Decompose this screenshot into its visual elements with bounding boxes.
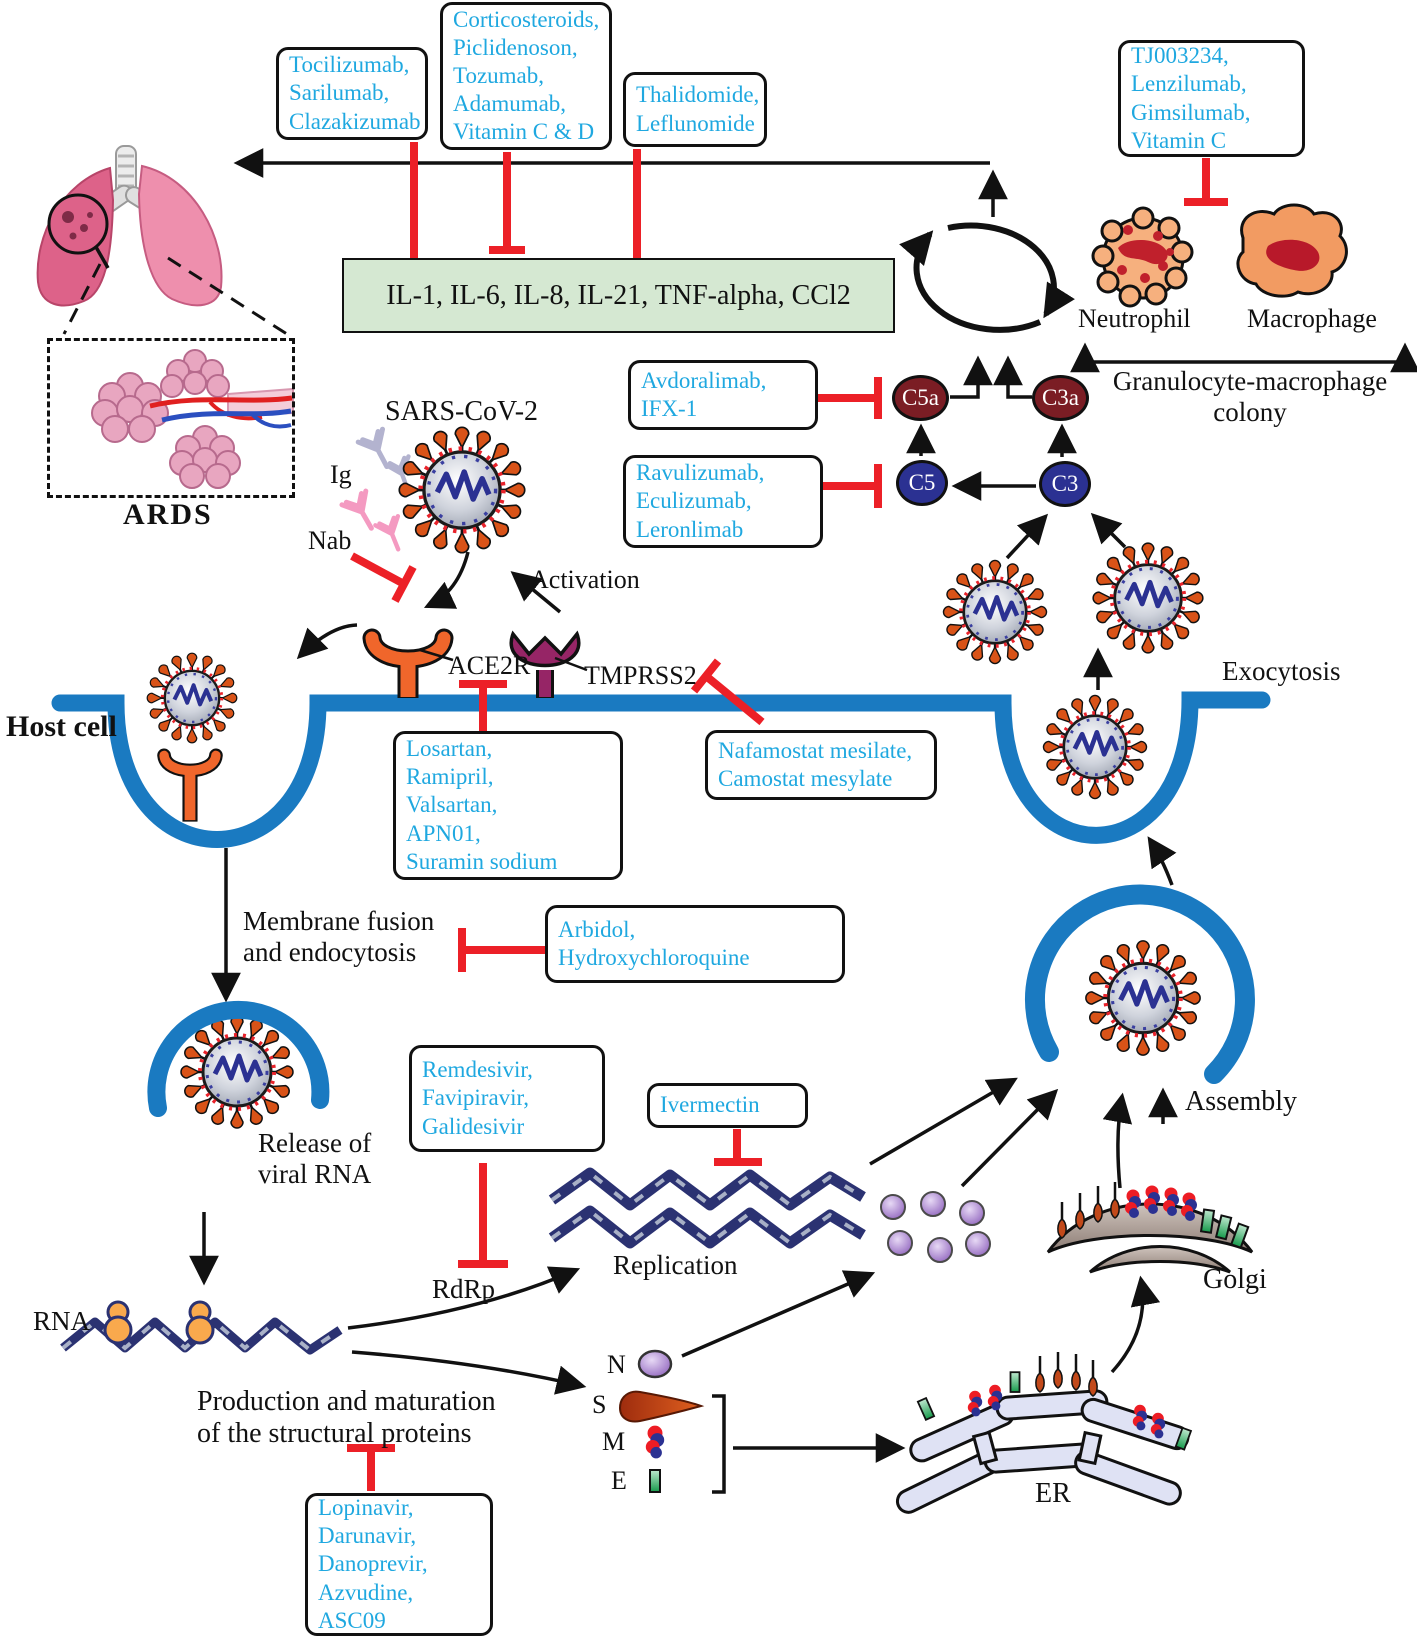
inhibition-bar-ivermectin — [714, 1129, 762, 1166]
assembly-membrane-arc — [1025, 884, 1255, 1084]
drug-box-avdoralimab: Avdoralimab, IFX-1 — [628, 360, 818, 430]
neutrophil-cell — [1091, 206, 1194, 308]
drug-box-arbidol: Arbidol, Hydroxychloroquine — [545, 905, 845, 983]
node-c5: C5 — [896, 460, 948, 506]
rna-strand — [60, 1300, 343, 1355]
protein-e-label: E — [611, 1466, 627, 1495]
macrophage-label: Macrophage — [1247, 304, 1377, 333]
drug-box-remdesivir: Remdesivir, Favipiravir, Galidesivir — [409, 1045, 605, 1152]
ards-inset-box — [47, 338, 295, 498]
er-label: ER — [1035, 1478, 1071, 1509]
tmprss2-receptor — [509, 630, 588, 698]
host-cell-label: Host cell — [6, 710, 117, 743]
protein-m-label: M — [602, 1427, 626, 1456]
nab-label: Nab — [308, 526, 352, 555]
nab-inhibition-bar — [350, 552, 417, 603]
tmprss2-label: TMPRSS2 — [584, 661, 697, 690]
drug-box-lopinavir: Lopinavir, Darunavir, Danoprevir, Azvudi… — [305, 1493, 493, 1636]
endocytosed-receptor — [157, 748, 223, 822]
inflammation-cycle-arrows — [899, 222, 1075, 333]
assembly-label: Assembly — [1185, 1086, 1297, 1117]
ards-label: ARDS — [123, 498, 213, 531]
release-label: Release of viral RNA — [258, 1128, 372, 1190]
inhibition-bar-fusion — [458, 928, 545, 972]
inhibition-bar-protease — [347, 1444, 395, 1491]
sars-cov-2-label: SARS-CoV-2 — [385, 396, 539, 427]
granulocyte-label: Granulocyte-macrophage colony — [1112, 366, 1388, 428]
golgi-organelle — [1046, 1180, 1254, 1274]
alveoli-illustration — [91, 349, 294, 489]
node-c3: C3 — [1039, 461, 1091, 507]
node-c5a: C5a — [892, 375, 949, 421]
entering-virion — [147, 653, 237, 743]
neutrophil-label: Neutrophil — [1078, 304, 1191, 333]
inhibition-bar-ace2r — [459, 680, 507, 731]
ace2r-label: ACE2R — [448, 651, 531, 680]
protein-n-label: N — [607, 1350, 626, 1379]
release-membrane-arc — [147, 1000, 330, 1117]
drug-box-nafamostat: Nafamostat mesilate, Camostat mesylate — [705, 730, 937, 800]
complement-arrows — [906, 355, 1127, 560]
drug-box-tocilizumab: Tocilizumab, Sarilumab, Clazakizumab — [276, 47, 428, 140]
macrophage-cell — [1236, 203, 1348, 298]
er-organelle — [895, 1350, 1192, 1514]
activation-label: Activation — [530, 565, 640, 594]
drug-box-tj003234: TJ003234, Lenzilumab, Gimsilumab, Vitami… — [1118, 40, 1305, 157]
inhibition-bars-complement — [818, 377, 882, 508]
free-virion-1 — [943, 560, 1046, 663]
golgi-label: Golgi — [1203, 1264, 1267, 1295]
structural-protein-icons — [618, 1349, 726, 1494]
drug-box-losartan: Losartan, Ramipril, Valsartan, APN01, Su… — [393, 731, 623, 880]
host-cell-membrane — [51, 691, 1271, 848]
drug-box-thalidomide: Thalidomide, Leflunomide — [623, 72, 767, 147]
replication-strands — [548, 1167, 866, 1249]
ig-label: Ig — [330, 460, 352, 489]
assembling-virion — [1086, 941, 1200, 1055]
replication-label: Replication — [613, 1250, 738, 1280]
drug-box-ravulizumab: Ravulizumab, Eculizumab, Leronlimab — [623, 455, 823, 548]
lesion-magnifier — [47, 193, 110, 269]
protein-s-label: S — [592, 1390, 607, 1419]
ace2r-receptor — [362, 628, 454, 698]
released-virion — [181, 1016, 293, 1128]
cytokine-to-lung-arrow — [233, 148, 1008, 217]
cytokine-list-box: IL-1, IL-6, IL-8, IL-21, TNF-alpha, CCl2 — [342, 258, 895, 333]
free-virion-2 — [1093, 543, 1203, 653]
egress-arrows — [733, 647, 1178, 1463]
rdrp-label: RdRp — [432, 1274, 496, 1304]
rna-label: RNA — [33, 1306, 91, 1336]
inhibition-bar-tmprss2 — [690, 658, 765, 726]
node-c3a: C3a — [1032, 375, 1089, 421]
exocytosis-virion — [1043, 695, 1146, 798]
lungs-illustration — [36, 145, 291, 338]
production-label: Production and maturation of the structu… — [197, 1386, 496, 1450]
drug-box-ivermectin: Ivermectin — [647, 1083, 808, 1128]
n-protein-dots — [880, 1191, 991, 1263]
granulocyte-bracket — [1070, 342, 1417, 373]
drug-box-corticosteroids: Corticosteroids, Piclidenoson, Tozumab, … — [440, 2, 612, 150]
membrane-fusion-label: Membrane fusion and endocytosis — [243, 906, 435, 968]
replication-arrows — [189, 1212, 876, 1395]
inhibition-bar-rdrp — [458, 1163, 508, 1268]
entry-arrows — [211, 551, 562, 1003]
exocytosis-label: Exocytosis — [1222, 656, 1341, 686]
sars-cov-2-virion — [399, 427, 524, 552]
